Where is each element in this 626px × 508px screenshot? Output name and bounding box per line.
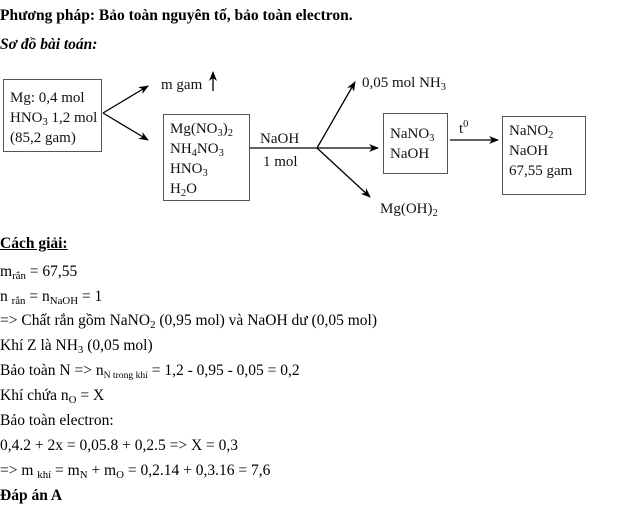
final-mass: 67,55 gam bbox=[509, 163, 573, 179]
solution-line-2: n rắn = nNaOH = 1 bbox=[0, 288, 103, 307]
answer: Đáp án A bbox=[0, 487, 63, 504]
solution-line-7: Bảo toàn electron: bbox=[0, 412, 114, 429]
arrow-to-gas-mass bbox=[102, 85, 149, 114]
heat-label: t0 bbox=[459, 119, 469, 137]
reactant-total-mass: (85,2 gam) bbox=[10, 130, 76, 146]
solution-item: HNO3 bbox=[170, 161, 208, 179]
arrow-to-precipitate bbox=[316, 147, 371, 198]
box-filtrate: NaNO3 NaOH bbox=[383, 113, 448, 174]
box-reactants: Mg: 0,4 mol HNO3 1,2 mol (85,2 gam) bbox=[3, 79, 102, 152]
gas-nh3-label: 0,05 mol NH3 bbox=[362, 75, 446, 93]
filtrate-item: NaOH bbox=[390, 146, 430, 162]
box-final-solid: NaNO2 NaOH 67,55 gam bbox=[502, 116, 586, 195]
method-title: Phương pháp: Bảo toàn nguyên tố, bảo toà… bbox=[0, 7, 353, 24]
solution-heading: Cách giải: bbox=[0, 235, 68, 252]
arrow-to-nh3 bbox=[316, 81, 356, 149]
solution-line-9: => m khí = mN + mO = 0,2.14 + 0,3.16 = 7… bbox=[0, 462, 271, 481]
reactant-mg: Mg: 0,4 mol bbox=[10, 90, 85, 106]
solution-item: NH4NO3 bbox=[170, 141, 224, 159]
solution-item: H2O bbox=[170, 181, 197, 199]
solution-line-5: Bảo toàn N => nN trong khí = 1,2 - 0,95 … bbox=[0, 362, 300, 381]
arrow-to-solution bbox=[102, 112, 149, 141]
reaction-diagram: Mg: 0,4 mol HNO3 1,2 mol (85,2 gam) m ga… bbox=[0, 60, 626, 225]
solution-line-4: Khí Z là NH3 (0,05 mol) bbox=[0, 337, 153, 356]
solution-line-3: => Chất rắn gồm NaNO2 (0,95 mol) và NaOH… bbox=[0, 312, 377, 331]
gas-mass-label: m gam bbox=[161, 77, 203, 93]
filtrate-item: NaNO3 bbox=[390, 126, 435, 144]
solution-item: Mg(NO3)2 bbox=[170, 121, 233, 139]
solution-line-1: mrắn = 67,55 bbox=[0, 263, 78, 282]
diagram-title: Sơ đồ bài toán: bbox=[0, 36, 98, 53]
reagent-amount: 1 mol bbox=[263, 154, 298, 170]
final-item: NaNO2 bbox=[509, 123, 554, 141]
solution-line-6: Khí chứa nO = X bbox=[0, 387, 105, 406]
reagent-label: NaOH bbox=[260, 131, 300, 147]
box-solution: Mg(NO3)2 NH4NO3 HNO3 H2O bbox=[163, 114, 250, 201]
reactant-hno3: HNO3 1,2 mol bbox=[10, 110, 98, 128]
solution-line-8: 0,4.2 + 2x = 0,05.8 + 0,2.5 => X = 0,3 bbox=[0, 437, 239, 454]
precipitate-label: Mg(OH)2 bbox=[380, 201, 438, 219]
diagram-arrows bbox=[102, 71, 499, 198]
final-item: NaOH bbox=[509, 143, 549, 159]
